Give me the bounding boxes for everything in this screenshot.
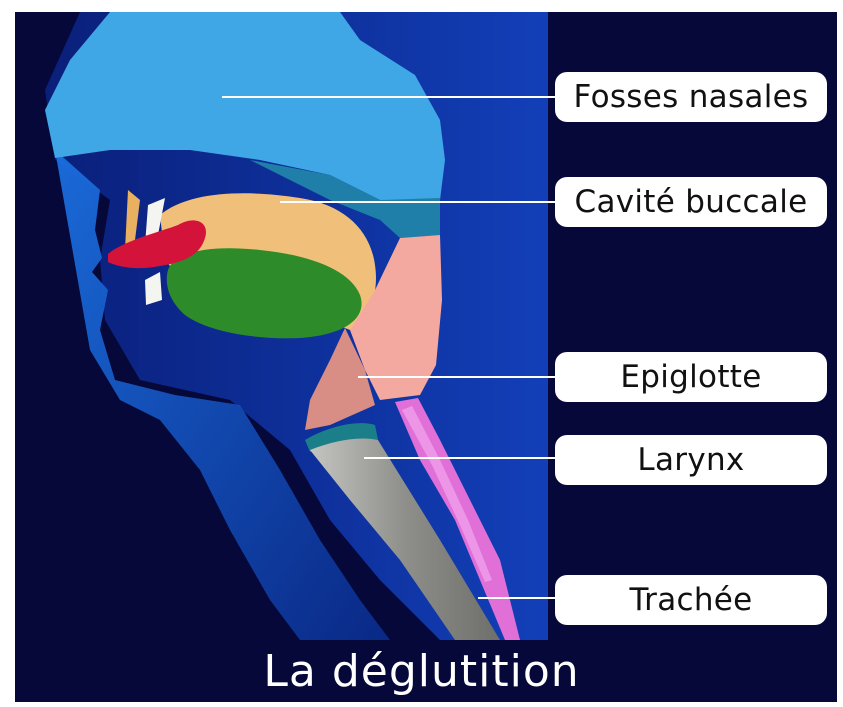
label-larynx: Larynx <box>555 435 827 485</box>
label-cavite-buccale: Cavité buccale <box>555 177 827 227</box>
diagram-title: La déglutition <box>0 646 843 697</box>
label-epiglotte: Epiglotte <box>555 352 827 402</box>
label-fosses-nasales: Fosses nasales <box>555 72 827 122</box>
label-trachee: Trachée <box>555 575 827 625</box>
